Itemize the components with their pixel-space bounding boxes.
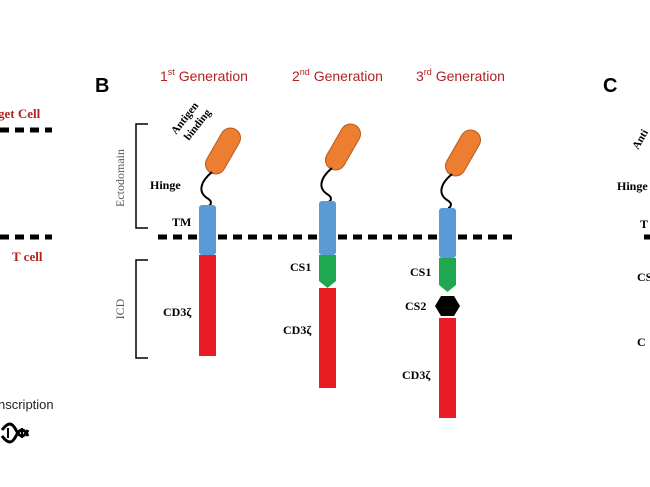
- hinge-gen3: [440, 173, 453, 209]
- tm-domain-gen2: [319, 201, 336, 255]
- panel-c-antigen-fragment: Anti: [630, 128, 650, 152]
- panel-b-letter: B: [95, 75, 109, 97]
- generation-1-heading: 1st Generation: [160, 67, 248, 84]
- hinge-gen1: [200, 171, 213, 207]
- generation-2-heading: 2nd Generation: [292, 67, 383, 84]
- cs2-domain-gen3: [435, 296, 460, 316]
- car-gen1: [199, 127, 241, 356]
- target-cell-label: get Cell: [0, 106, 41, 121]
- cd3z-domain-gen2: [319, 288, 336, 388]
- cd3z-label-gen2: CD3ζ: [283, 323, 312, 337]
- hinge-gen2: [320, 167, 333, 203]
- panel-c-cs-fragment: CS: [637, 270, 650, 284]
- antigen-binding-domain-gen1: [205, 127, 241, 175]
- dna-icon: [0, 422, 30, 444]
- ectodomain-label: Ectodomain: [113, 149, 127, 207]
- hinge-label: Hinge: [150, 178, 181, 192]
- tm-domain-gen1: [199, 205, 216, 255]
- cs1-domain-gen2: [319, 255, 336, 288]
- t-cell-label: T cell: [12, 249, 43, 264]
- icd-label: ICD: [113, 298, 127, 319]
- cs1-label-gen2: CS1: [290, 260, 311, 274]
- cs2-label-gen3: CS2: [405, 299, 426, 313]
- car-gen3: [435, 129, 481, 418]
- transcription-label: nscription: [0, 397, 54, 412]
- panel-c-tm-fragment: T: [640, 217, 648, 231]
- cd3z-domain-gen1: [199, 255, 216, 356]
- tm-domain-gen3: [439, 208, 456, 258]
- panel-c-cd-fragment: C: [637, 335, 646, 349]
- cd3z-label-gen3: CD3ζ: [402, 368, 431, 382]
- panel-c-letter: C: [603, 75, 617, 97]
- panel-c-hinge-fragment: Hinge: [617, 179, 648, 193]
- cs1-label-gen3: CS1: [410, 265, 431, 279]
- antigen-binding-domain-gen2: [325, 123, 361, 171]
- ectodomain-bracket: [135, 123, 148, 229]
- tm-label: TM: [172, 215, 191, 229]
- cd3z-label-gen1: CD3ζ: [163, 305, 192, 319]
- generation-3-heading: 3rd Generation: [416, 67, 505, 84]
- cs1-domain-gen3: [439, 258, 456, 292]
- icd-bracket: [135, 259, 148, 359]
- car-gen2: [319, 123, 361, 388]
- cd3z-domain-gen3: [439, 318, 456, 418]
- antigen-binding-domain-gen3: [445, 129, 481, 177]
